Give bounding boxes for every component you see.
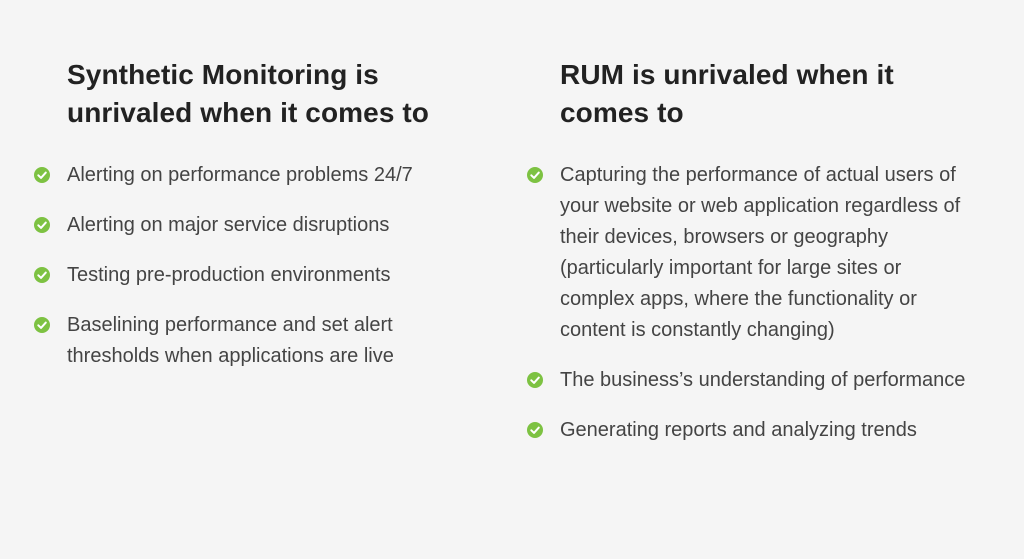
- list-item: Baselining performance and set alert thr…: [34, 310, 489, 372]
- synthetic-monitoring-list: Alerting on performance problems 24/7 Al…: [34, 160, 489, 372]
- rum-column: RUM is unrivaled when it comes to Captur…: [527, 56, 997, 465]
- list-item-text: Generating reports and analyzing trends: [560, 419, 917, 441]
- list-item: Alerting on major service disruptions: [34, 210, 489, 241]
- check-circle-icon: [527, 167, 543, 183]
- check-circle-icon: [527, 372, 543, 388]
- check-circle-icon: [527, 422, 543, 438]
- list-item: Capturing the performance of actual user…: [527, 160, 997, 346]
- list-item-text: Testing pre-production environments: [67, 264, 391, 286]
- rum-list: Capturing the performance of actual user…: [527, 160, 997, 446]
- rum-heading: RUM is unrivaled when it comes to: [560, 59, 894, 128]
- synthetic-monitoring-column: Synthetic Monitoring is unrivaled when i…: [34, 56, 489, 391]
- check-circle-icon: [34, 217, 50, 233]
- list-item-text: Alerting on performance problems 24/7: [67, 164, 413, 186]
- list-item-text: Baselining performance and set alert thr…: [67, 314, 394, 367]
- synthetic-monitoring-heading: Synthetic Monitoring is unrivaled when i…: [67, 59, 430, 128]
- list-item: Alerting on performance problems 24/7: [34, 160, 489, 191]
- list-item-text: Alerting on major service disruptions: [67, 214, 390, 236]
- check-circle-icon: [34, 317, 50, 333]
- list-item: The business’s understanding of performa…: [527, 365, 997, 396]
- list-item-text: Capturing the performance of actual user…: [560, 164, 961, 341]
- list-item-text: The business’s understanding of performa…: [560, 369, 966, 391]
- list-item: Testing pre-production environments: [34, 260, 489, 291]
- check-circle-icon: [34, 267, 50, 283]
- check-circle-icon: [34, 167, 50, 183]
- list-item: Generating reports and analyzing trends: [527, 415, 997, 446]
